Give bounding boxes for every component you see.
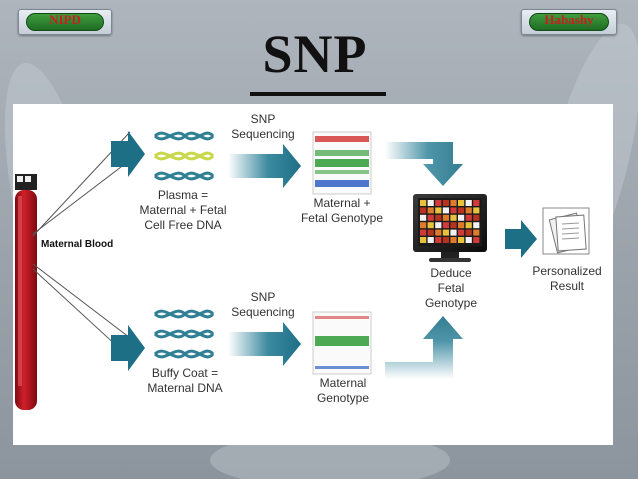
blood-tube-icon (15, 174, 37, 410)
maternal-fetal-genotype-line2: Fetal Genotype (300, 211, 384, 225)
snp-sequencing-top-line2: Sequencing (231, 127, 295, 141)
deduce-line3: Genotype (424, 296, 478, 310)
habashy-badge-label: Habashy (544, 12, 594, 27)
sequencing-arrow-bottom (228, 322, 301, 366)
maternal-genotype-line1: Maternal (319, 376, 367, 390)
plasma-label-line2: Maternal + Fetal (139, 203, 227, 217)
arrow-to-buffy-coat (111, 325, 145, 371)
sequencing-arrow-top (228, 144, 301, 188)
nipd-badge: NIPD (18, 9, 112, 35)
deduce-line2: Fetal (437, 281, 465, 295)
diagram-graphics (15, 131, 590, 410)
buffy-coat-label-line1: Buffy Coat = (151, 366, 219, 380)
dna-helix-icon (153, 309, 215, 359)
snp-sequencing-top-line1: SNP (250, 112, 276, 126)
personalized-result-line1: Personalized (532, 264, 602, 278)
page-title: SNP (262, 24, 368, 84)
title-underline (250, 92, 386, 96)
habashy-badge: Habashy (521, 9, 617, 35)
maternal-blood-label: Maternal Blood (41, 239, 114, 250)
arrow-to-plasma (111, 131, 145, 177)
snp-sequencing-bottom-line2: Sequencing (231, 305, 295, 319)
personalized-result-line2: Result (549, 279, 584, 293)
genotype-plot-top (312, 131, 372, 195)
maternal-genotype-line2: Genotype (316, 391, 370, 405)
buffy-coat-label-line2: Maternal DNA (147, 381, 223, 395)
plasma-label-line1: Plasma = (157, 188, 209, 202)
arrow-down-to-monitor (385, 142, 463, 186)
snp-workflow-diagram: Maternal Blood SNP Sequencing Plasma = M… (13, 104, 613, 445)
plasma-label-line3: Cell Free DNA (144, 218, 222, 232)
monitor-icon (413, 194, 487, 262)
genotype-plot-bottom (312, 311, 372, 375)
snp-sequencing-bottom-line1: SNP (250, 290, 276, 304)
nipd-badge-label: NIPD (49, 12, 81, 27)
arrow-up-to-monitor (385, 316, 463, 379)
maternal-fetal-genotype-line1: Maternal + (313, 196, 371, 210)
deduce-line1: Deduce (430, 266, 472, 280)
document-icon (542, 207, 590, 255)
arrow-to-result (505, 220, 537, 258)
dna-helix-icon (153, 131, 215, 181)
